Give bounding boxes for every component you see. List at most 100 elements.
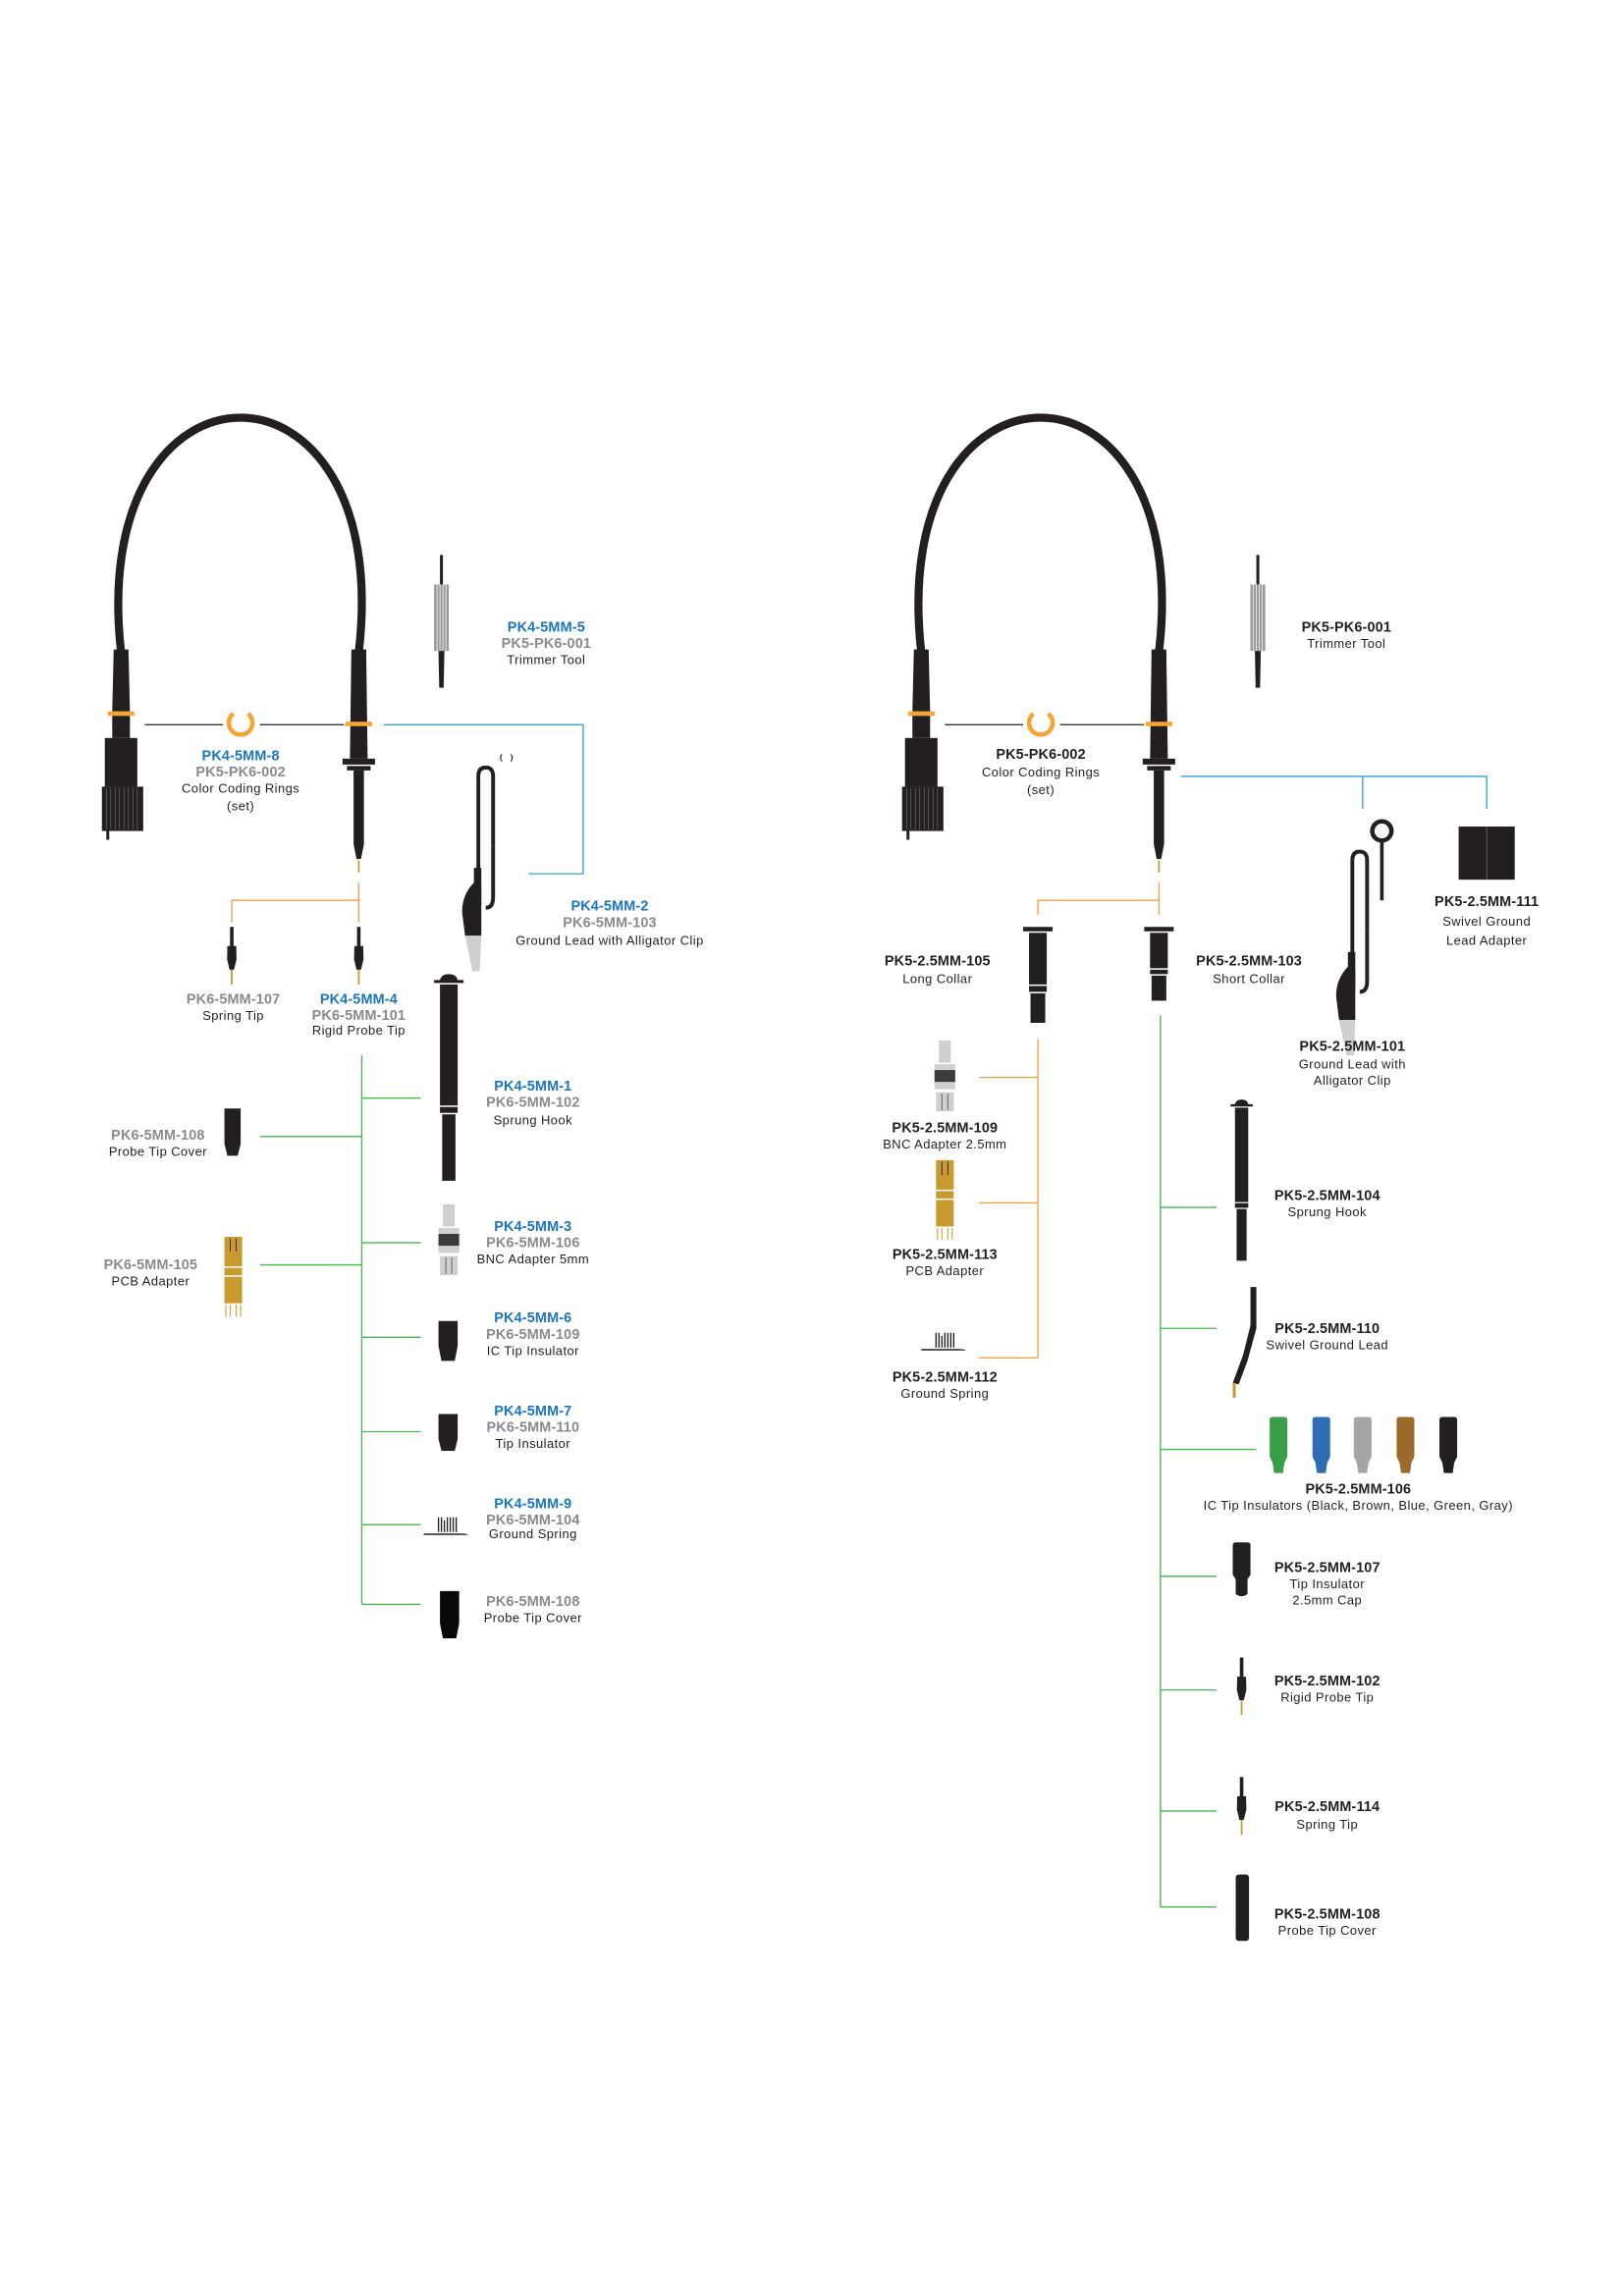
long-collar-icon (1023, 927, 1054, 1023)
swivel-ground-lead-icon (1232, 1287, 1257, 1398)
part-code: PK5-2.5MM-108 (1274, 1907, 1380, 1923)
part-code-alt: PK6-5MM-106 (486, 1236, 579, 1252)
ic-insulator-black-icon (1439, 1416, 1458, 1473)
part-code: PK5-PK6-002 (996, 747, 1085, 763)
right-probe-kit: PK5-PK6-001 Trimmer Tool PK5-PK6-002 Col… (883, 413, 1539, 1942)
trimmer-tool-icon (1249, 554, 1267, 689)
ground-lead-connector-line (383, 723, 584, 875)
right-bnc-connector (900, 648, 945, 841)
part-description: 2.5mm Cap (1292, 1592, 1362, 1607)
tip-insulator-icon (438, 1414, 459, 1452)
ground-lead-alligator-icon (1333, 849, 1370, 1058)
part-description: PCB Adapter (905, 1263, 984, 1278)
part-description: Long Collar (902, 971, 972, 986)
left-probe-kit: PK4-5MM-5 PK5-PK6-001 Trimmer Tool PK4-5… (101, 413, 703, 1638)
part-code: PK5-2.5MM-103 (1196, 953, 1302, 969)
ic-insulator-brown-icon (1396, 1416, 1415, 1473)
part-code: PK6-5MM-108 (111, 1128, 204, 1144)
part-description: Color Coding Rings (982, 765, 1100, 779)
right-probe-body (1142, 649, 1175, 873)
collar-accessory-lines (978, 1039, 1039, 1359)
bnc-adapter-icon (934, 1040, 956, 1112)
left-probe-cable (114, 413, 366, 654)
ground-spring-icon (422, 1516, 469, 1536)
part-description: Swivel Ground Lead (1267, 1337, 1389, 1352)
part-code-alt: PK6-5MM-110 (486, 1419, 579, 1435)
part-code: PK6-5MM-108 (486, 1594, 579, 1610)
part-description: Spring Tip (1296, 1817, 1358, 1832)
part-code-alt: PK5-PK6-002 (195, 765, 285, 780)
part-code: PK5-2.5MM-109 (892, 1120, 998, 1136)
accessory-tree-lines (1160, 1015, 1257, 1908)
pcb-adapter-icon (935, 1159, 955, 1241)
part-description: Rigid Probe Tip (1280, 1690, 1374, 1705)
spring-tip-icon (1236, 1777, 1247, 1835)
part-description: Alligator Clip (1314, 1073, 1391, 1088)
part-code: PK4-5MM-5 (508, 620, 585, 636)
part-code: PK4-5MM-3 (494, 1219, 571, 1235)
part-description: Sprung Hook (1288, 1204, 1367, 1219)
part-code: PK5-2.5MM-110 (1274, 1321, 1380, 1337)
short-collar-icon (1144, 927, 1174, 1001)
collar-connector-line (1037, 899, 1160, 916)
pcb-adapter-icon (223, 1236, 244, 1317)
part-code: PK5-2.5MM-113 (893, 1248, 998, 1263)
part-code: PK5-2.5MM-112 (893, 1369, 998, 1385)
rigid-tip-icon (1236, 1657, 1247, 1716)
accessory-tree-lines (259, 1055, 421, 1606)
part-code: PK4-5MM-9 (494, 1497, 571, 1513)
part-description: Lead Adapter (1446, 933, 1528, 947)
part-code: PK5-2.5MM-101 (1299, 1040, 1405, 1055)
ic-insulator-green-icon (1270, 1416, 1288, 1473)
part-description: Tip Insulator (1290, 1576, 1366, 1591)
part-code: PK6-5MM-107 (187, 991, 280, 1007)
part-code: PK5-2.5MM-106 (1305, 1482, 1411, 1498)
part-code: PK5-2.5MM-104 (1274, 1188, 1380, 1203)
part-code: PK4-5MM-1 (494, 1079, 571, 1095)
part-code-alt: PK6-5MM-104 (486, 1513, 579, 1528)
color-ring-icon (1026, 712, 1056, 737)
ground-lead-alligator-icon (460, 765, 496, 974)
rigid-tip-icon (353, 927, 364, 985)
sprung-hook-icon (1230, 1099, 1253, 1261)
ic-insulator-blue-icon (1312, 1416, 1330, 1473)
part-code-alt: PK5-PK6-001 (502, 636, 591, 652)
probe-tip-cover-icon (224, 1108, 242, 1156)
ground-lead-ring-icon (1370, 819, 1394, 843)
part-description: BNC Adapter 5mm (477, 1252, 590, 1266)
hook-end-icon (500, 753, 514, 763)
part-description: Tip Insulator (496, 1436, 571, 1451)
tip-connector-line (231, 899, 359, 923)
part-description: IC Tip Insulators (Black, Brown, Blue, G… (1204, 1498, 1513, 1513)
color-ring-icon (226, 712, 255, 737)
right-probe-cable (914, 413, 1166, 654)
part-description: IC Tip Insulator (487, 1343, 579, 1358)
part-description: (set) (227, 798, 254, 813)
part-description: Trimmer Tool (507, 653, 585, 667)
left-bnc-connector (101, 648, 144, 841)
part-description: Short Collar (1213, 971, 1285, 986)
part-code: PK4-5MM-6 (494, 1310, 571, 1326)
part-code: PK4-5MM-2 (570, 899, 648, 915)
part-code: PK5-2.5MM-114 (1274, 1799, 1380, 1815)
part-code: PK6-5MM-105 (104, 1257, 197, 1273)
tip-insulator-icon (1232, 1542, 1251, 1597)
sprung-hook-icon (434, 974, 464, 1181)
ground-accessory-lines (1180, 775, 1488, 809)
part-code: PK4-5MM-7 (494, 1404, 571, 1419)
part-description: Ground Lead with Alligator Clip (515, 933, 703, 947)
part-description: BNC Adapter 2.5mm (883, 1137, 1006, 1151)
probe-tip-cover-icon (440, 1590, 460, 1638)
part-description: Rigid Probe Tip (312, 1023, 406, 1038)
part-code: PK5-2.5MM-107 (1274, 1560, 1380, 1575)
part-code: PK5-2.5MM-105 (885, 953, 991, 969)
trimmer-tool-icon (433, 554, 450, 689)
left-probe-body (342, 649, 375, 873)
part-description: Probe Tip Cover (484, 1610, 582, 1625)
ground-spring-icon (920, 1331, 967, 1352)
part-code: PK5-PK6-001 (1302, 620, 1391, 636)
part-code: PK5-2.5MM-102 (1274, 1674, 1380, 1689)
part-description: Spring Tip (202, 1008, 264, 1023)
part-description: Ground Spring (900, 1386, 989, 1401)
part-description: Swivel Ground (1442, 914, 1531, 929)
